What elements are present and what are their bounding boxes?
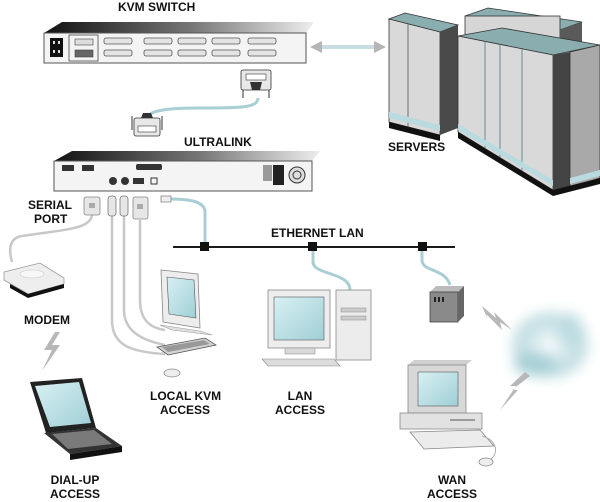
kvm-to-ultralink-cable	[144, 97, 260, 119]
kvm-cable-monitor	[138, 220, 166, 332]
local-kvm-mouse-icon	[163, 368, 181, 378]
wan-pc-icon	[399, 360, 497, 467]
ethernet-lan-bus	[173, 242, 455, 251]
local-kvm-keyboard-icon	[156, 337, 218, 356]
label-serial-port-line2: PORT	[34, 212, 68, 226]
video-connector-icon	[132, 196, 149, 220]
kvm-cable-mouse	[110, 214, 166, 356]
kvm-port-connector	[211, 37, 241, 45]
server-cabinet-left	[387, 12, 460, 141]
servers-group	[387, 7, 600, 196]
rj45-connector-icon	[160, 195, 172, 203]
kvm-port-connector	[211, 49, 241, 57]
label-lan-access-line2: ACCESS	[274, 403, 325, 417]
serial-cable	[8, 213, 94, 263]
local-kvm-monitor-icon	[159, 269, 213, 336]
label-dial-up-access: DIAL-UP ACCESS	[45, 473, 105, 501]
wireless-bolt-icon	[42, 332, 60, 371]
ultralink-ethernet-cable	[167, 197, 207, 243]
label-serial-port-line1: SERIAL	[28, 198, 73, 212]
kvm-switch-unit	[43, 22, 314, 64]
kvm-port-connector	[103, 37, 133, 45]
label-local-kvm-line2: ACCESS	[159, 403, 210, 417]
kvm-port-connector	[177, 37, 207, 45]
label-modem: MODEM	[24, 313, 70, 327]
label-wan-access-line1: WAN	[438, 473, 466, 487]
label-ultralink: ULTRALINK	[184, 135, 252, 149]
kvm-server-link-arrow	[310, 41, 386, 53]
kvm-switch-ports	[74, 37, 277, 58]
kvm-port-connector	[143, 49, 173, 57]
label-ethernet-lan: ETHERNET LAN	[271, 226, 364, 240]
kvm-switch-face	[43, 32, 307, 64]
lan-pc-icon	[261, 289, 372, 367]
kvm-port-connector	[247, 37, 277, 45]
kvm-module-port	[74, 49, 94, 58]
kvm-switch-top	[44, 22, 314, 33]
label-lan-access: LAN ACCESS	[270, 389, 330, 417]
kvm-port-connector	[247, 49, 277, 57]
serial-port-connector-icon	[83, 196, 101, 216]
label-dial-up-line1: DIAL-UP	[50, 473, 100, 487]
kvm-module-port	[74, 38, 94, 46]
label-lan-access-line1: LAN	[287, 389, 313, 403]
lan-to-router-cable	[420, 251, 452, 286]
label-dial-up-line2: ACCESS	[49, 487, 100, 501]
label-wan-access: WAN ACCESS	[422, 473, 482, 501]
kvm-port-connector	[177, 49, 207, 57]
router-icon	[429, 286, 464, 323]
label-serial-port: SERIAL PORT	[28, 198, 72, 226]
modem-icon	[3, 262, 65, 298]
label-wan-access-line2: ACCESS	[426, 487, 477, 501]
label-servers: SERVERS	[388, 140, 446, 154]
kvm-port-connector	[103, 49, 133, 57]
laptop-icon	[30, 378, 122, 460]
kvm-cable-keyboard	[122, 214, 166, 347]
ultralink-unit	[53, 151, 320, 192]
ps2-connectors-icon	[107, 195, 129, 217]
db-connector-top-icon	[240, 69, 272, 98]
power-socket-icon	[50, 38, 63, 57]
wireless-bolt-router-icon	[482, 306, 512, 330]
lan-to-pc-cable	[311, 251, 352, 291]
label-local-kvm-line1: LOCAL KVM	[150, 389, 222, 403]
label-kvm-switch: KVM SWITCH	[118, 0, 196, 14]
wireless-bolt-wan-icon	[500, 372, 530, 410]
wan-cloud-icon	[506, 307, 594, 383]
server-cabinet-front	[457, 27, 600, 196]
db-connector-bottom-icon	[131, 113, 163, 137]
kvm-port-connector	[143, 37, 173, 45]
label-local-kvm-access: LOCAL KVM ACCESS	[150, 389, 222, 417]
